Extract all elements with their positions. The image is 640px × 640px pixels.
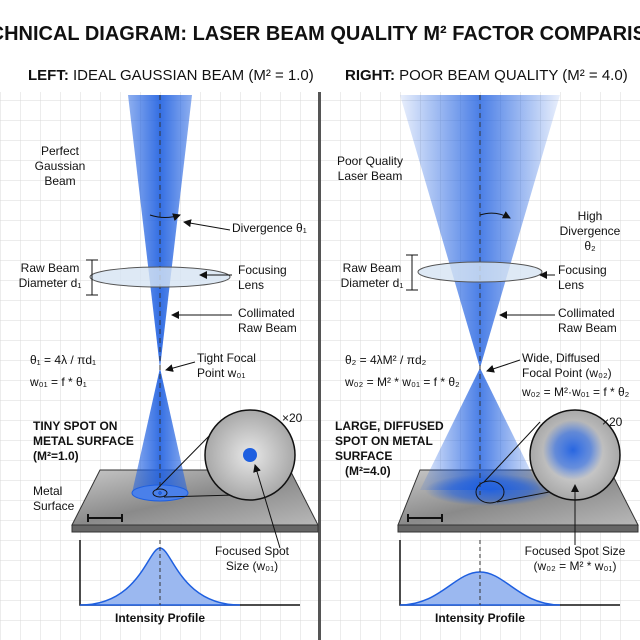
scale-bar xyxy=(407,514,443,522)
right-heading: RIGHT: POOR BEAM QUALITY (M² = 4.0) xyxy=(345,67,628,84)
profile-label: Intensity Profile xyxy=(115,611,205,625)
focal-equation: w₀₂ = M²·w₀₁ = f * θ₂ xyxy=(521,385,630,399)
spot-size-label: Focused Spot Size(w₀₂ = M² * w₀₁) xyxy=(525,544,626,573)
left-heading: LEFT: IDEAL GAUSSIAN BEAM (M² = 1.0) xyxy=(28,67,314,84)
panel-divider xyxy=(318,92,321,640)
magnification-label: ×20 xyxy=(602,415,623,429)
magnification-label: ×20 xyxy=(282,411,303,425)
equation-theta: θ₂ = 4λM² / πd₂ xyxy=(345,353,427,367)
focusing-lens xyxy=(417,261,543,283)
diffused-spot xyxy=(425,474,555,506)
focusing-lens xyxy=(89,266,231,288)
diagram-title: TECHNICAL DIAGRAM: LASER BEAM QUALITY M²… xyxy=(0,23,640,45)
scale-bar xyxy=(87,514,123,522)
divergence-label: Divergence θ₁ xyxy=(232,221,307,235)
equation-waist: w₀₂ = M² * w₀₁ = f * θ₂ xyxy=(344,375,460,389)
intensity-profile-curve xyxy=(399,571,561,606)
equation-theta: θ₁ = 4λ / πd₁ xyxy=(30,353,96,367)
profile-label: Intensity Profile xyxy=(435,611,525,625)
equation-waist: w₀₁ = f * θ₁ xyxy=(29,375,87,389)
